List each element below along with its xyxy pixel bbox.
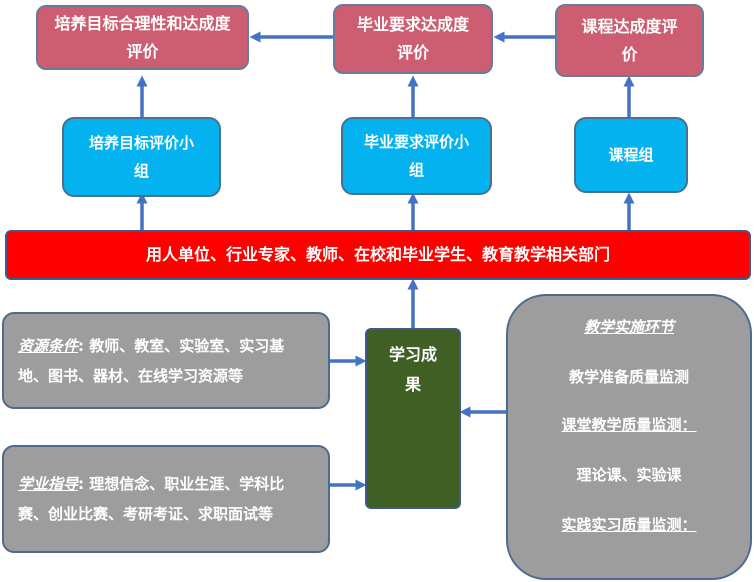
learning-outcome-label: 学习成果 bbox=[388, 345, 437, 394]
resources-colon: : bbox=[78, 336, 85, 355]
course-group-label: 课程组 bbox=[608, 146, 654, 164]
grad-req-evaluation-box: 毕业要求达成度评价 bbox=[333, 4, 493, 74]
resources-text: 资源条件: 教师、教室、实验室、实习基地、图书、器材、在线学习资源等 bbox=[18, 331, 314, 391]
guidance-title: 学业指导 bbox=[18, 475, 79, 493]
practice-monitoring: 实践实习质量监测： bbox=[561, 516, 697, 534]
stakeholders-label: 用人单位、行业专家、教师、在校和毕业学生、教育教学相关部门 bbox=[145, 245, 610, 264]
goal-evaluation-box: 培养目标合理性和达成度评价 bbox=[36, 5, 249, 70]
resources-box: 资源条件: 教师、教室、实验室、实习基地、图书、器材、在线学习资源等 bbox=[2, 312, 330, 409]
course-group-box: 课程组 bbox=[574, 117, 688, 193]
teaching-panel-title: 教学实施环节 bbox=[583, 318, 674, 336]
resources-content: 教师、教室、实验室、实习基地、图书、器材、在线学习资源等 bbox=[18, 336, 285, 385]
guidance-text: 学业指导: 理想信念、职业生涯、学科比赛、创业比赛、考研考证、求职面试等 bbox=[18, 469, 314, 529]
learning-outcome-box: 学习成果 bbox=[365, 328, 461, 509]
course-evaluation-box: 课程达成度评价 bbox=[555, 4, 704, 77]
goal-group-box: 培养目标评价小组 bbox=[62, 117, 221, 197]
stakeholders-bar: 用人单位、行业专家、教师、在校和毕业学生、教育教学相关部门 bbox=[5, 230, 751, 280]
goal-group-label: 培养目标评价小组 bbox=[88, 134, 194, 180]
guidance-box: 学业指导: 理想信念、职业生涯、学科比赛、创业比赛、考研考证、求职面试等 bbox=[2, 445, 330, 553]
guidance-colon: : bbox=[78, 475, 85, 493]
teaching-prep-monitoring: 教学准备质量监测 bbox=[568, 368, 689, 386]
guidance-content: 理想信念、职业生涯、学科比赛、创业比赛、考研考证、求职面试等 bbox=[18, 475, 285, 523]
grad-req-group-label: 毕业要求评价小组 bbox=[363, 133, 469, 179]
goal-evaluation-label: 培养目标合理性和达成度评价 bbox=[54, 13, 231, 61]
grad-req-evaluation-label: 毕业要求达成度评价 bbox=[356, 15, 469, 62]
classroom-monitoring: 课堂教学质量监测： bbox=[561, 416, 697, 434]
teaching-implementation-panel: 教学实施环节 教学准备质量监测 课堂教学质量监测： 理论课、实验课 实践实习质量… bbox=[506, 294, 752, 580]
theory-lab-courses: 理论课、实验课 bbox=[576, 466, 682, 484]
resources-title: 资源条件 bbox=[18, 336, 79, 355]
course-evaluation-label: 课程达成度评价 bbox=[581, 16, 678, 64]
grad-req-group-box: 毕业要求评价小组 bbox=[341, 117, 492, 195]
